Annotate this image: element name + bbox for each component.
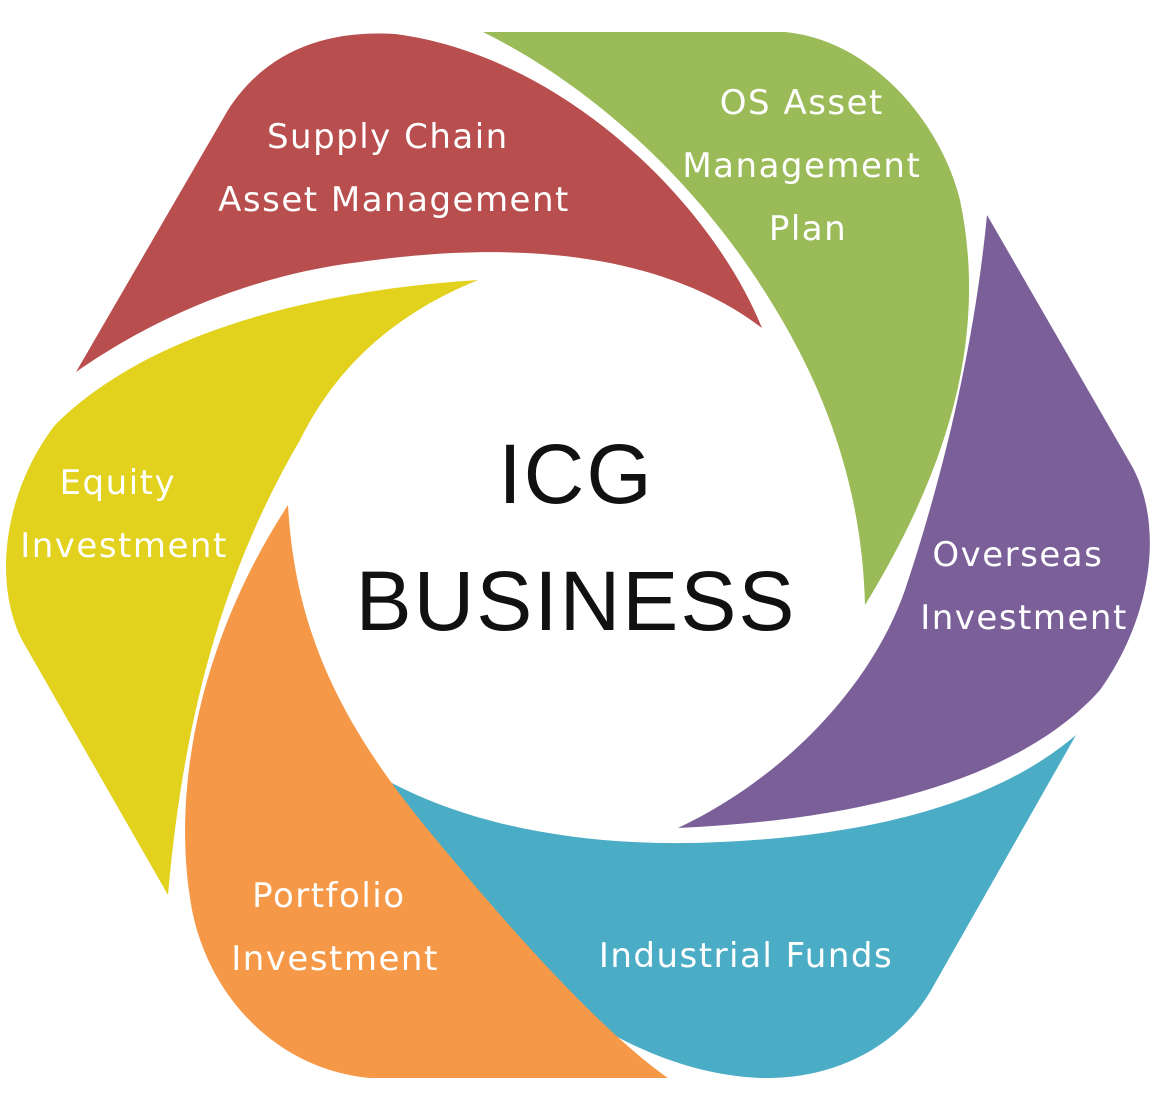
segment-portfolio-shape [185, 505, 668, 1078]
segment-portfolio: Portfolio Investment [185, 505, 668, 1078]
segment-equity-label: Equity Investment [20, 463, 228, 566]
segment-supply-chain-shape [76, 33, 762, 373]
segment-supply-chain-label: Supply Chain Asset Management [218, 117, 570, 220]
segment-equity-shape [6, 280, 479, 895]
segment-overseas-shape [678, 215, 1150, 828]
segment-os-asset-line-1: OS Asset [720, 83, 884, 123]
segment-portfolio-line-1: Portfolio [252, 876, 405, 916]
segment-supply-chain-line-1: Supply Chain [267, 117, 509, 157]
segment-overseas-label: Overseas Investment [920, 535, 1128, 638]
segment-os-asset-label: OS Asset Management Plan [682, 83, 933, 249]
center-title-line-2: BUSINESS [356, 554, 797, 648]
segment-os-asset-line-3: Plan [769, 209, 847, 249]
segment-equity-line-1: Equity [60, 463, 177, 503]
segment-equity-line-2: Investment [20, 526, 228, 566]
segment-supply-chain-line-2: Asset Management [218, 180, 570, 220]
segment-supply-chain: Supply Chain Asset Management [76, 33, 762, 373]
segment-overseas-line-1: Overseas [932, 535, 1103, 575]
segment-portfolio-line-2: Investment [231, 939, 439, 979]
center-title: ICG BUSINESS [356, 427, 797, 648]
segment-equity: Equity Investment [6, 280, 479, 895]
segment-industrial-funds-line-1: Industrial Funds [599, 936, 893, 976]
segment-portfolio-label: Portfolio Investment [231, 876, 439, 979]
segment-os-asset: OS Asset Management Plan [483, 32, 970, 605]
segment-os-asset-shape [483, 32, 970, 605]
segment-industrial-funds-label: Industrial Funds [599, 936, 893, 976]
segment-os-asset-line-2: Management [682, 146, 921, 186]
center-title-line-1: ICG [498, 427, 653, 521]
segment-overseas: Overseas Investment [678, 215, 1150, 828]
segment-overseas-line-2: Investment [920, 598, 1128, 638]
